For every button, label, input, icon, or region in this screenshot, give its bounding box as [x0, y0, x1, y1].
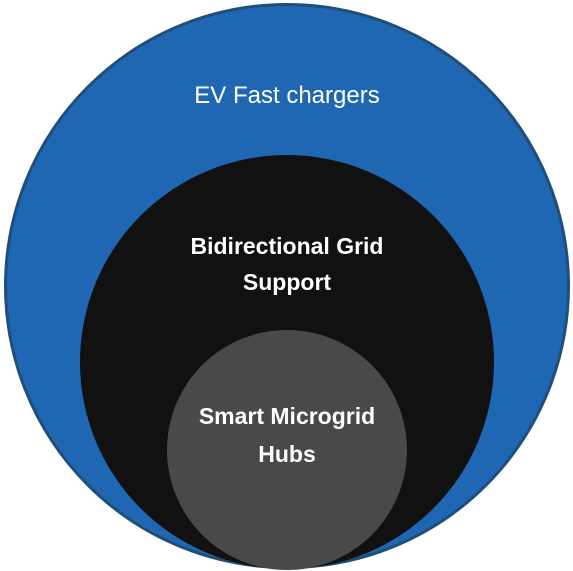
inner-circle-label: Smart Microgrid Hubs	[198, 403, 376, 467]
middle-circle-label: Bidirectional Grid Support	[190, 233, 384, 295]
inner-circle-smart-microgrid-hubs	[167, 330, 407, 570]
outer-circle-label: EV Fast chargers	[194, 82, 380, 109]
